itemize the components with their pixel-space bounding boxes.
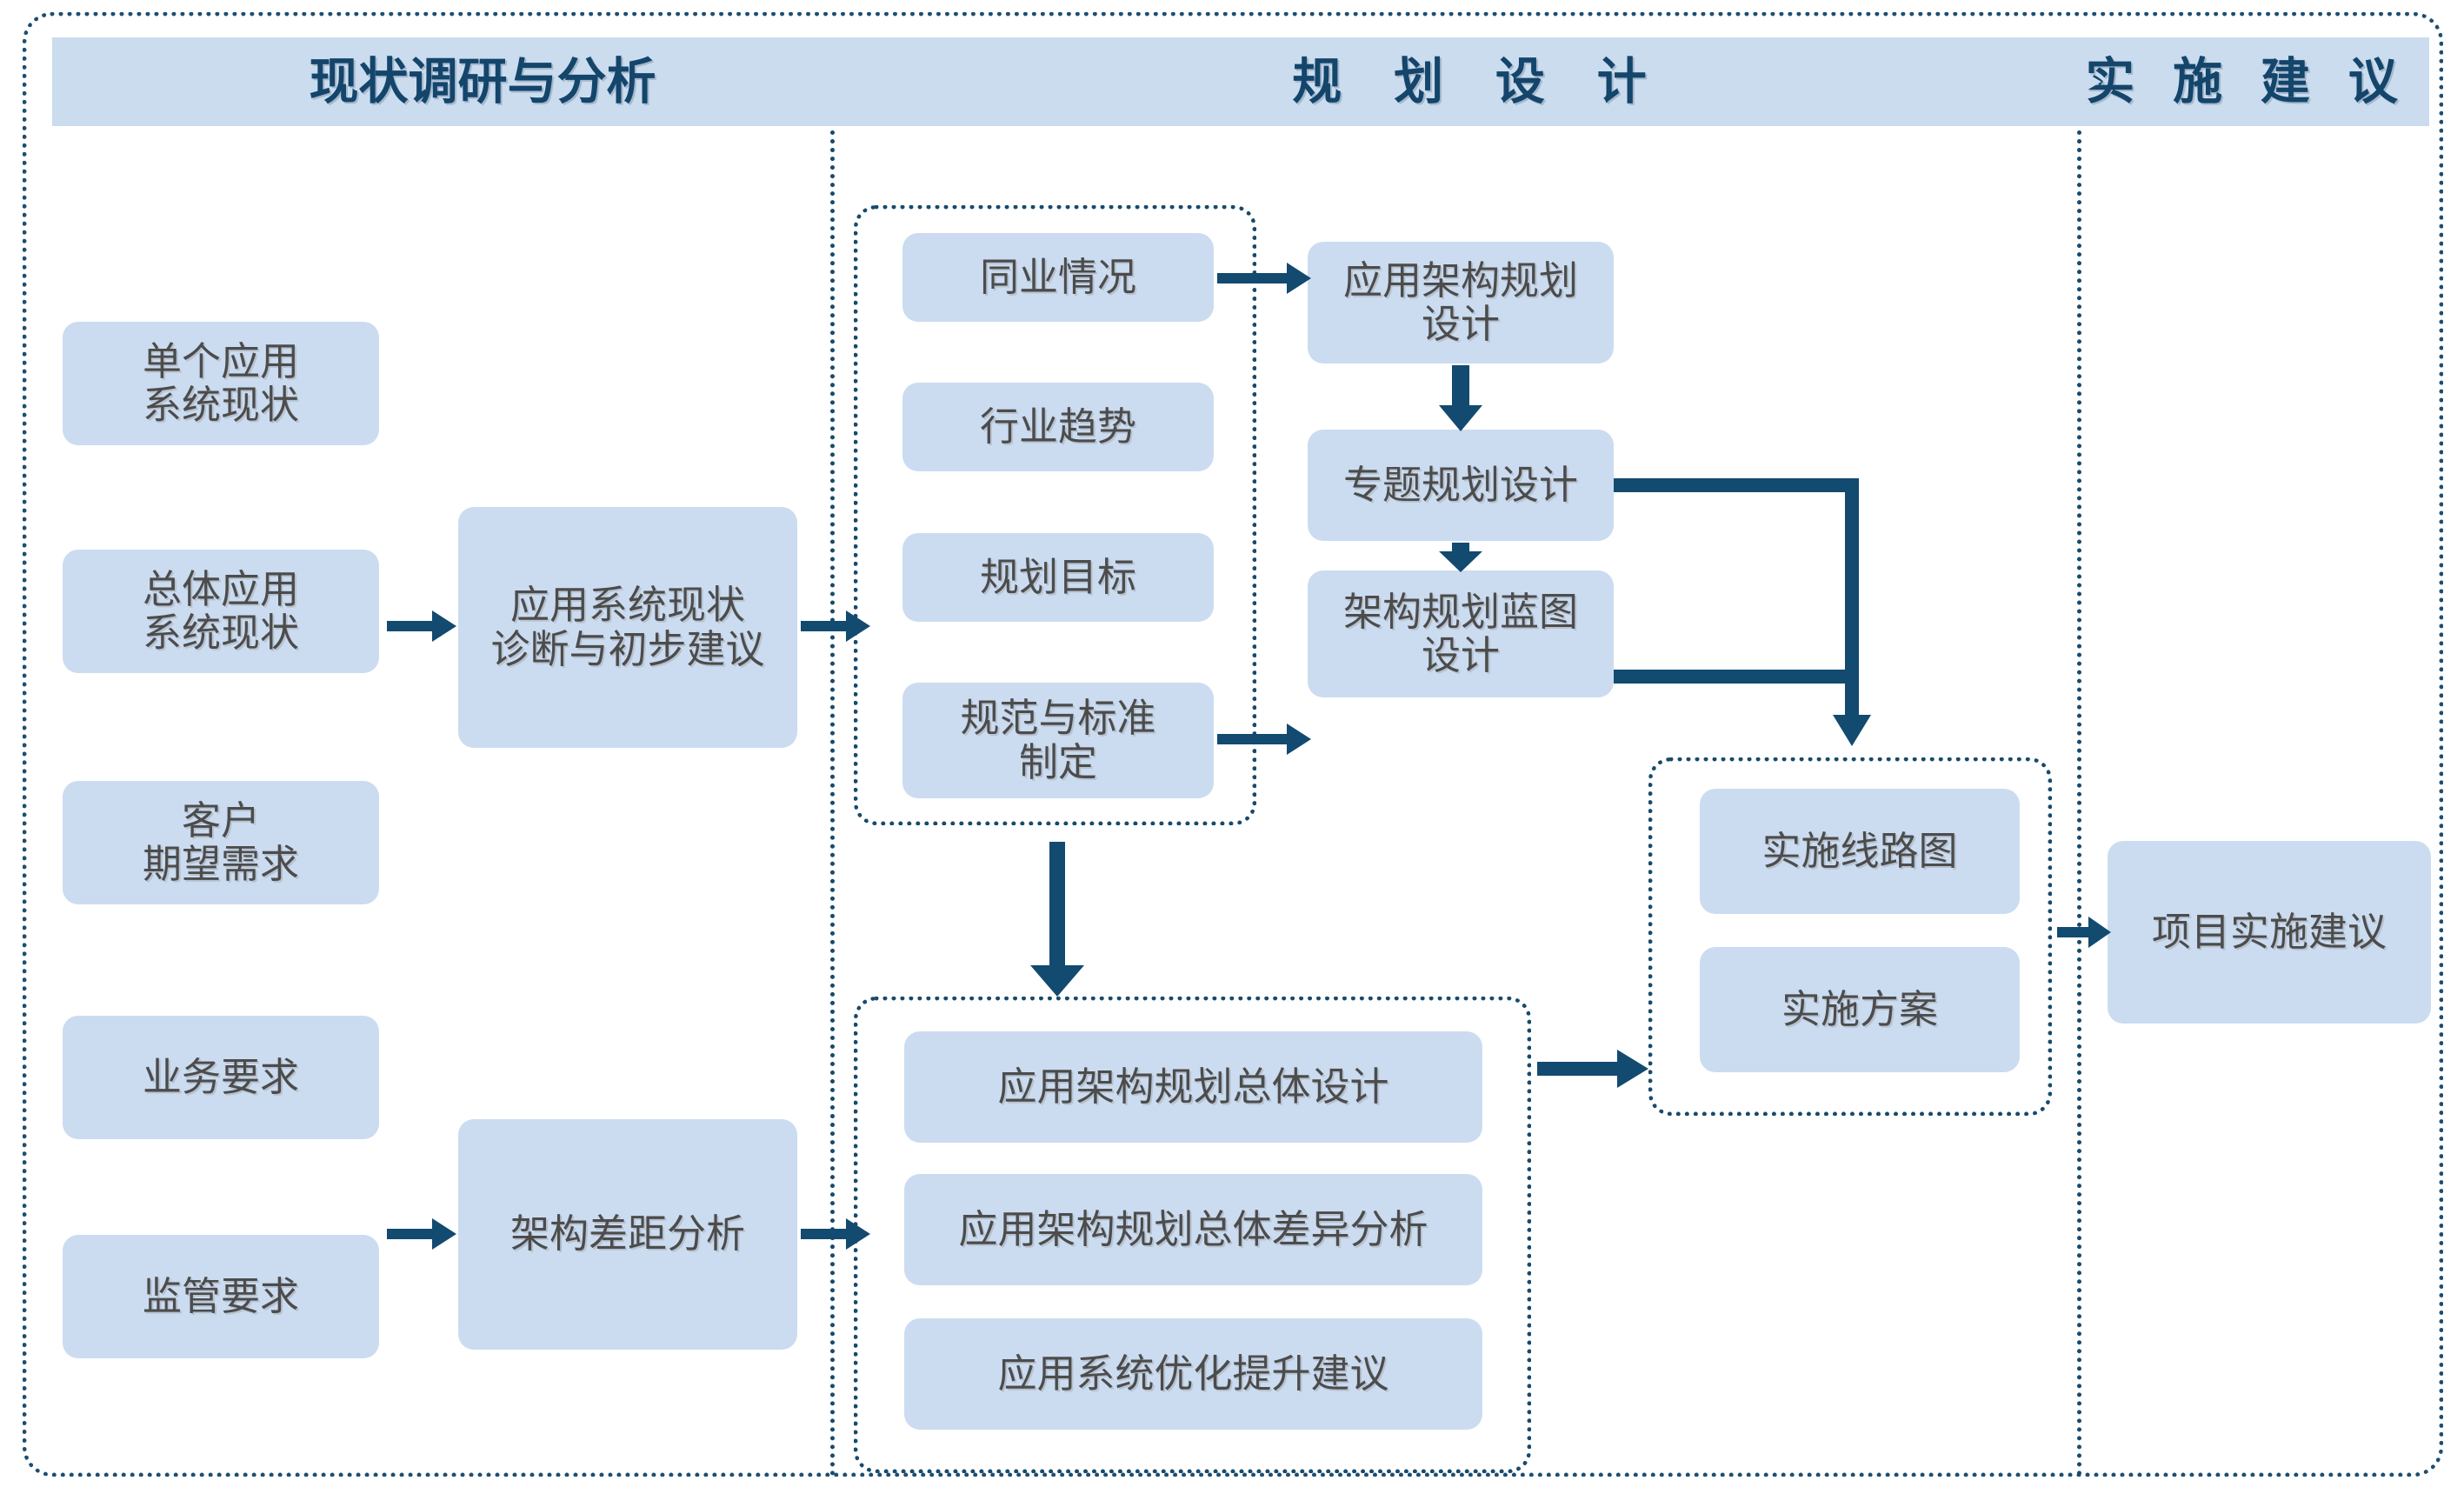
node-gap-analysis-all[interactable]: 应用架构规划总体差异分析 — [904, 1174, 1482, 1285]
arrow-research-to-overall — [1030, 842, 1084, 997]
arrow-overallgroup-to-impl — [1537, 1047, 1648, 1090]
node-industry-trend[interactable]: 行业趋势 — [902, 383, 1214, 471]
arrow-overall-to-diagnosis — [387, 607, 456, 645]
node-topic-plan-design[interactable]: 专题规划设计 — [1308, 430, 1614, 541]
phase-banner-2: 规 划 设 计 — [835, 37, 2104, 126]
input-customer-demand[interactable]: 客户 期望需求 — [63, 781, 379, 904]
research-group — [854, 205, 1256, 825]
node-impl-plan[interactable]: 实施方案 — [1700, 947, 2020, 1072]
node-standards[interactable]: 规范与标准 制定 — [902, 683, 1214, 798]
node-roadmap[interactable]: 实施线路图 — [1700, 789, 2020, 914]
phase-banner-2-label: 规 划 设 计 — [1292, 53, 1666, 110]
phase-banner-1: 现状调研与分析 — [52, 37, 913, 126]
elbow-topic-blueprint-to-impl — [1614, 470, 1875, 757]
input-regulatory-demand[interactable]: 监管要求 — [63, 1235, 379, 1358]
node-peer-situation[interactable]: 同业情况 — [902, 233, 1214, 322]
outer-frame — [23, 12, 2443, 1477]
node-optimize-advice[interactable]: 应用系统优化提升建议 — [904, 1318, 1482, 1430]
phase-banner-3: 实 施 建 议 — [2026, 37, 2429, 126]
node-planning-goal[interactable]: 规划目标 — [902, 533, 1214, 622]
node-diagnosis[interactable]: 应用系统现状 诊断与初步建议 — [458, 507, 797, 748]
node-project-implementation-advice[interactable]: 项目实施建议 — [2108, 841, 2431, 1024]
arrow-standards-to-blueprint — [1217, 720, 1311, 758]
phase-banner-3-label: 实 施 建 议 — [2085, 53, 2410, 110]
arrow-diagnosis-to-research — [801, 607, 870, 645]
implementation-group — [1648, 757, 2052, 1116]
node-overall-design[interactable]: 应用架构规划总体设计 — [904, 1031, 1482, 1143]
node-blueprint-design[interactable]: 架构规划蓝图 设计 — [1308, 570, 1614, 697]
arrow-archplan-to-topic — [1439, 365, 1482, 431]
phase-divider-2 — [2077, 87, 2081, 1477]
node-gap-analysis[interactable]: 架构差距分析 — [458, 1119, 797, 1350]
arrow-impl-to-outcome — [2057, 913, 2111, 951]
arrow-regulatory-to-gap — [387, 1215, 456, 1253]
arrow-topic-to-blueprint — [1439, 543, 1482, 572]
arrow-peer-to-archplan — [1217, 259, 1311, 297]
input-overall-app-status[interactable]: 总体应用 系统现状 — [63, 550, 379, 673]
input-single-app-status[interactable]: 单个应用 系统现状 — [63, 322, 379, 445]
input-business-demand[interactable]: 业务要求 — [63, 1016, 379, 1139]
arrow-gap-to-overall-group — [801, 1215, 870, 1253]
phase-banner-1-label: 现状调研与分析 — [309, 53, 656, 110]
node-app-arch-plan-design[interactable]: 应用架构规划 设计 — [1308, 242, 1614, 363]
phase-divider-1 — [830, 87, 835, 1477]
